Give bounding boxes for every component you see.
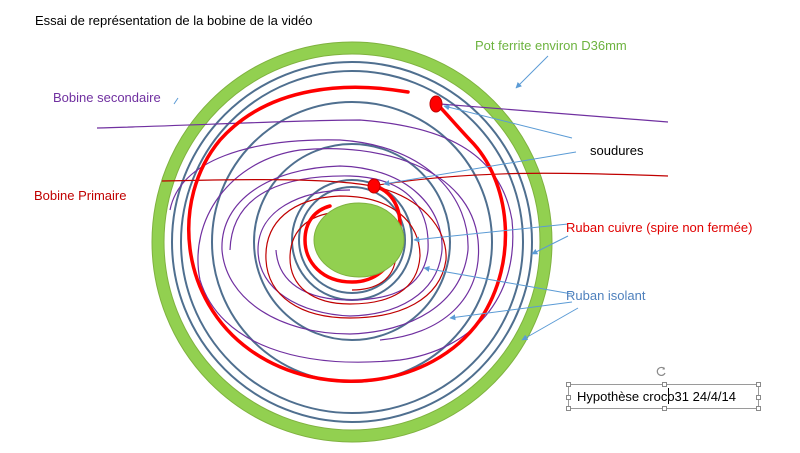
note-text[interactable]: Hypothèse croco31 24/4/14 (577, 389, 736, 404)
insulation-ring (180, 70, 524, 414)
rotate-handle-icon[interactable] (656, 366, 667, 377)
secondary-coil (96, 103, 669, 363)
resize-handle[interactable] (566, 395, 571, 400)
resize-handle[interactable] (662, 382, 667, 387)
insulation-ring (171, 61, 533, 423)
label-solder-points: soudures (590, 143, 644, 158)
insulation-ring (253, 143, 451, 341)
diagram-title: Essai de représentation de la bobine de … (35, 13, 313, 28)
annotation-arrows (173, 55, 579, 341)
label-copper-tape: Ruban cuivre (spire non fermée) (566, 220, 753, 235)
copper-tape (187, 85, 508, 383)
label-secondary-coil: Bobine secondaire (53, 90, 161, 105)
label-primary-coil: Bobine Primaire (34, 188, 127, 203)
solder-point (367, 178, 381, 194)
note-text-box[interactable]: Hypothèse croco31 24/4/14 (566, 382, 761, 411)
resize-handle[interactable] (566, 382, 571, 387)
label-insulating-tape: Ruban isolant (566, 288, 646, 303)
label-ferrite-pot: Pot ferrite environ D36mm (475, 38, 627, 53)
resize-handle[interactable] (756, 406, 761, 411)
ferrite-core (313, 202, 405, 278)
resize-handle[interactable] (756, 395, 761, 400)
insulation-ring (298, 186, 406, 294)
resize-handle[interactable] (566, 406, 571, 411)
solder-point (429, 95, 443, 113)
resize-handle[interactable] (756, 382, 761, 387)
text-cursor (668, 388, 669, 404)
resize-handle[interactable] (662, 406, 667, 411)
